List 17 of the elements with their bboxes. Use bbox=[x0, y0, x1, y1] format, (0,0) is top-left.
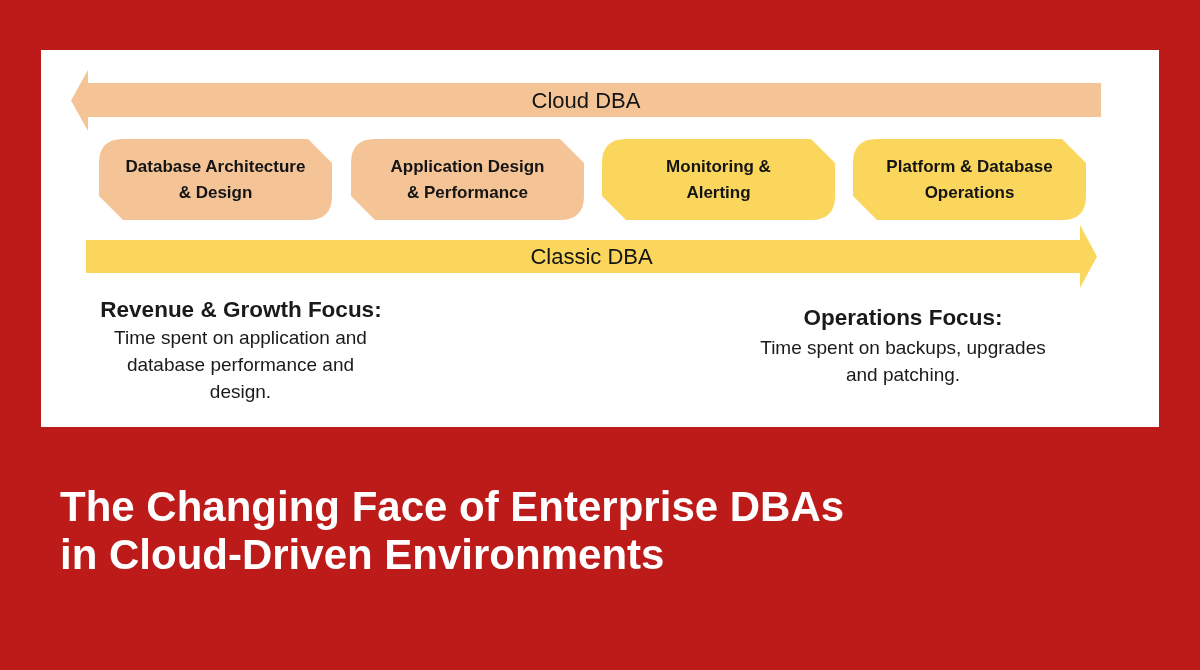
focus-description: Time spent on backups, upgrades and patching. bbox=[759, 336, 1047, 387]
box-label: Platform & Database Operations bbox=[885, 155, 1054, 204]
skill-box bbox=[351, 139, 584, 220]
title: The Changing Face of Enterprise DBAs in Cloud-Driven Environments bbox=[60, 483, 846, 579]
box-label: Monitoring & Alerting bbox=[665, 155, 772, 204]
skill-box bbox=[853, 139, 1086, 220]
band-label: Classic DBA bbox=[530, 243, 653, 270]
band-label: Cloud DBA bbox=[531, 87, 641, 114]
box-label: Database Architecture & Design bbox=[124, 155, 307, 204]
focus-description: Time spent on application and database performance and design. bbox=[113, 326, 368, 404]
focus-heading: Revenue & Growth Focus: bbox=[99, 296, 383, 324]
box-label: Application Design & Performance bbox=[389, 155, 546, 204]
band-arrow bbox=[86, 225, 1097, 288]
band-arrow bbox=[71, 70, 1101, 131]
focus-heading: Operations Focus: bbox=[802, 304, 1004, 332]
skill-box bbox=[99, 139, 332, 220]
skill-box bbox=[602, 139, 835, 220]
